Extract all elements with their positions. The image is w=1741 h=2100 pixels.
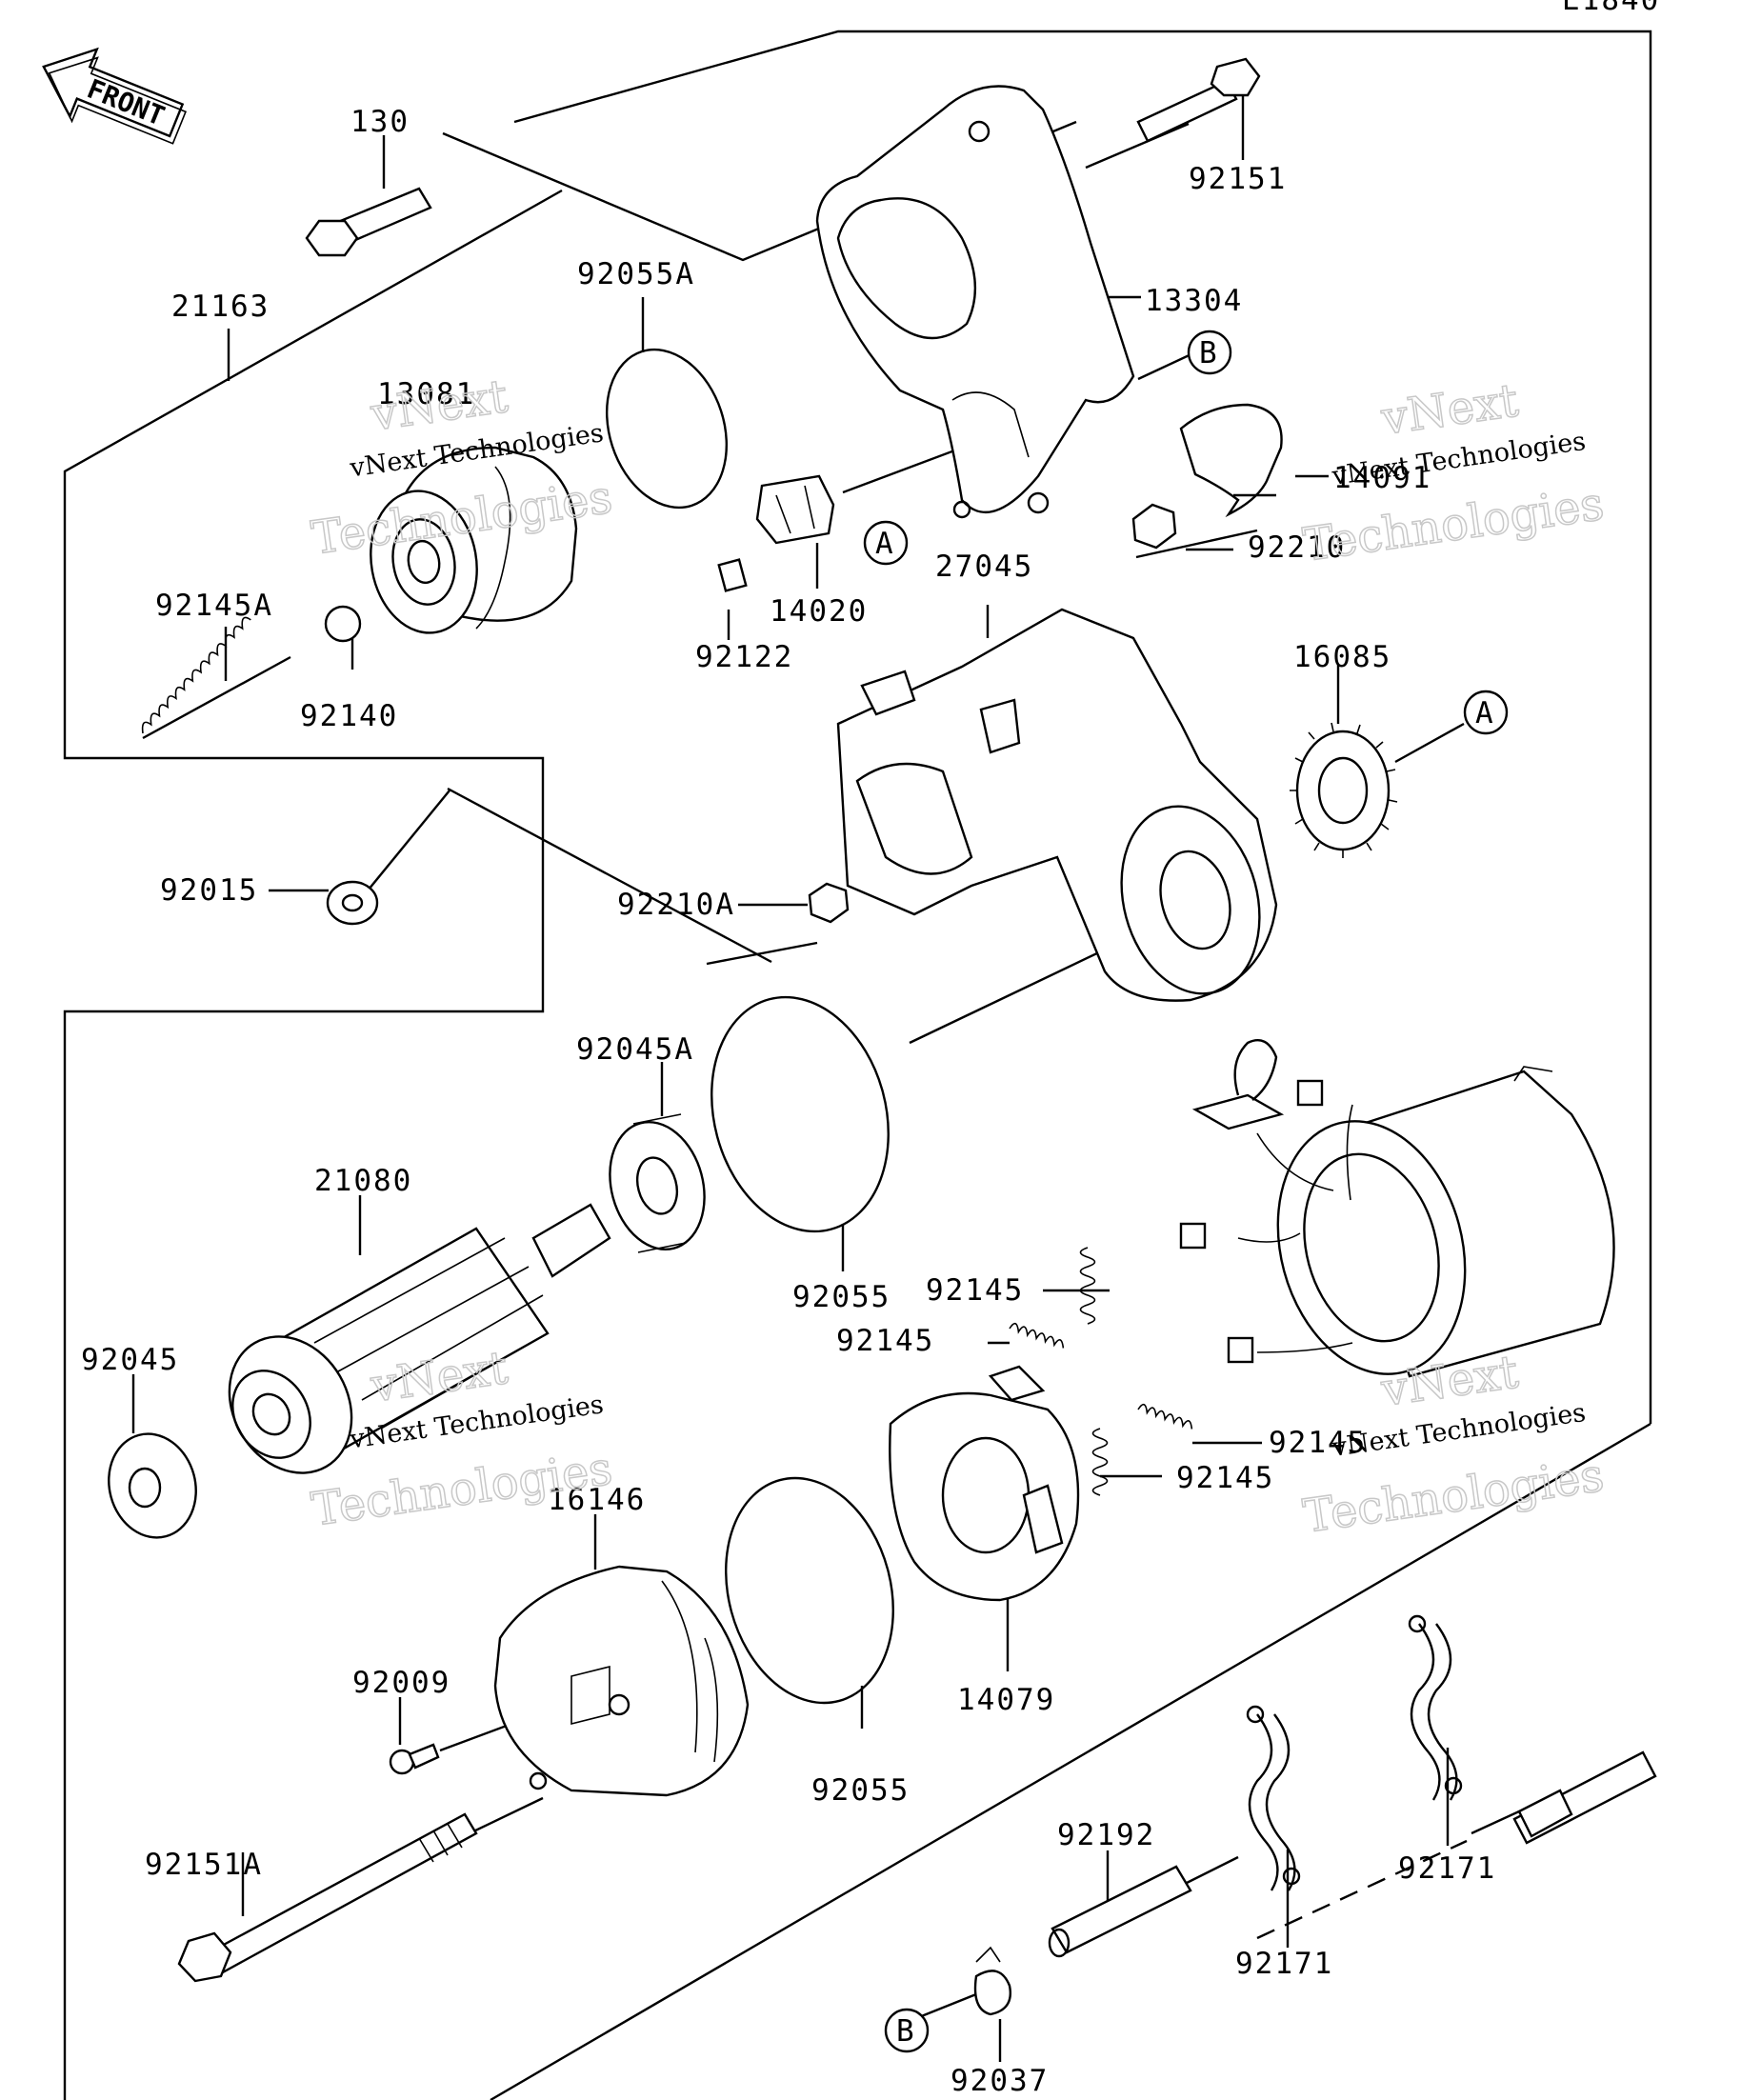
part-92145a-spring bbox=[141, 616, 291, 740]
svg-text:Technologies: Technologies bbox=[1300, 1449, 1607, 1544]
part-92122-pin bbox=[717, 558, 748, 592]
label-92151: 92151 bbox=[1189, 162, 1287, 196]
label-13081: 13081 bbox=[377, 377, 475, 411]
label-92171-left: 92171 bbox=[1235, 1947, 1333, 1981]
label-92122: 92122 bbox=[695, 640, 793, 674]
label-14020: 14020 bbox=[770, 594, 868, 629]
part-92140-ball bbox=[324, 605, 362, 643]
svg-text:B: B bbox=[1199, 336, 1219, 370]
label-14091: 14091 bbox=[1333, 461, 1431, 495]
label-21080: 21080 bbox=[314, 1164, 412, 1198]
leader-lines bbox=[131, 86, 1520, 2062]
part-27045-housing bbox=[836, 608, 1278, 1002]
front-arrow-icon: FRONT bbox=[42, 47, 188, 145]
part-13081-clutch bbox=[370, 446, 578, 634]
part-16146-end-cover bbox=[493, 1565, 750, 1797]
label-92045: 92045 bbox=[81, 1343, 179, 1377]
part-14020-holder bbox=[755, 474, 835, 545]
label-92055-lower: 92055 bbox=[811, 1773, 910, 1808]
label-27045: 27045 bbox=[935, 550, 1033, 584]
part-92009-screw bbox=[389, 1743, 440, 1775]
label-92055-upper: 92055 bbox=[792, 1280, 891, 1314]
label-13304: 13304 bbox=[1145, 284, 1243, 318]
label-92210A: 92210A bbox=[617, 888, 735, 922]
label-92145A: 92145A bbox=[155, 589, 273, 623]
svg-text:Technologies: Technologies bbox=[309, 1442, 615, 1537]
label-92045A: 92045A bbox=[576, 1032, 694, 1067]
part-92037-clip bbox=[973, 1946, 1011, 2016]
label-92140: 92140 bbox=[300, 699, 398, 733]
part-92210-nut bbox=[1131, 503, 1177, 550]
svg-text:B: B bbox=[896, 2014, 916, 2049]
part-labels: 130 92151 21163 92055A 13304 13081 14091… bbox=[81, 105, 1496, 2098]
part-hose bbox=[1512, 1750, 1657, 1845]
label-92015: 92015 bbox=[160, 873, 258, 908]
part-yoke-field-coil bbox=[1179, 1038, 1615, 1378]
label-14079: 14079 bbox=[957, 1683, 1055, 1717]
label-21163: 21163 bbox=[171, 290, 270, 324]
part-92151a-bolt bbox=[177, 1812, 478, 1983]
watermark-2: vNext vNext Technologies Technologies bbox=[1299, 373, 1608, 573]
part-92055a-o-ring bbox=[605, 348, 729, 510]
part-92015-washer bbox=[326, 880, 379, 926]
label-92145-2: 92145 bbox=[836, 1324, 934, 1358]
svg-text:A: A bbox=[875, 527, 895, 561]
label-92055A: 92055A bbox=[577, 257, 695, 291]
label-92192: 92192 bbox=[1057, 1818, 1155, 1852]
callout-a-upper: A bbox=[863, 520, 909, 566]
part-16085-gear bbox=[1290, 722, 1398, 858]
part-21080-armature bbox=[228, 1203, 611, 1474]
part-92045-bearing bbox=[108, 1432, 197, 1539]
callout-b-top: B bbox=[1187, 330, 1232, 375]
label-92210: 92210 bbox=[1248, 530, 1346, 565]
part-92171-clamps bbox=[1246, 1614, 1463, 1891]
diagram-code: E1840 bbox=[1562, 0, 1660, 17]
svg-text:A: A bbox=[1475, 696, 1495, 730]
label-92145-4: 92145 bbox=[1176, 1461, 1274, 1495]
part-92210a-nut bbox=[808, 882, 850, 924]
label-92009: 92009 bbox=[352, 1666, 450, 1700]
part-92145-springs bbox=[1009, 1247, 1193, 1496]
label-16085: 16085 bbox=[1293, 640, 1391, 674]
part-14091-cap bbox=[1179, 403, 1283, 518]
svg-text:vNext Technologies: vNext Technologies bbox=[1330, 1398, 1588, 1463]
part-14079-brush-holder bbox=[889, 1365, 1080, 1602]
part-13304-housing bbox=[815, 85, 1135, 519]
label-130: 130 bbox=[350, 105, 410, 139]
label-92037: 92037 bbox=[951, 2064, 1049, 2098]
svg-text:vNext Technologies: vNext Technologies bbox=[1330, 427, 1588, 491]
callout-a-right: A bbox=[1463, 690, 1509, 735]
label-92145-1: 92145 bbox=[926, 1273, 1024, 1308]
callout-b-bottom: B bbox=[884, 2008, 930, 2053]
svg-text:vNext: vNext bbox=[1377, 373, 1521, 446]
part-92045a-bearing bbox=[609, 1113, 706, 1253]
label-92151A: 92151A bbox=[145, 1848, 263, 1882]
frame-lines bbox=[63, 30, 1652, 2100]
part-92151-bolt bbox=[1136, 57, 1261, 143]
label-92145-3: 92145 bbox=[1269, 1426, 1367, 1460]
part-130-bolt bbox=[305, 187, 432, 257]
part-92055-o-ring-lower bbox=[725, 1476, 894, 1705]
part-92055-o-ring-upper bbox=[710, 995, 890, 1233]
part-92192-tube bbox=[1048, 1865, 1192, 1958]
label-92171-right: 92171 bbox=[1398, 1851, 1496, 1886]
label-16146: 16146 bbox=[548, 1483, 646, 1517]
watermark-4: vNext vNext Technologies Technologies bbox=[1299, 1345, 1608, 1545]
